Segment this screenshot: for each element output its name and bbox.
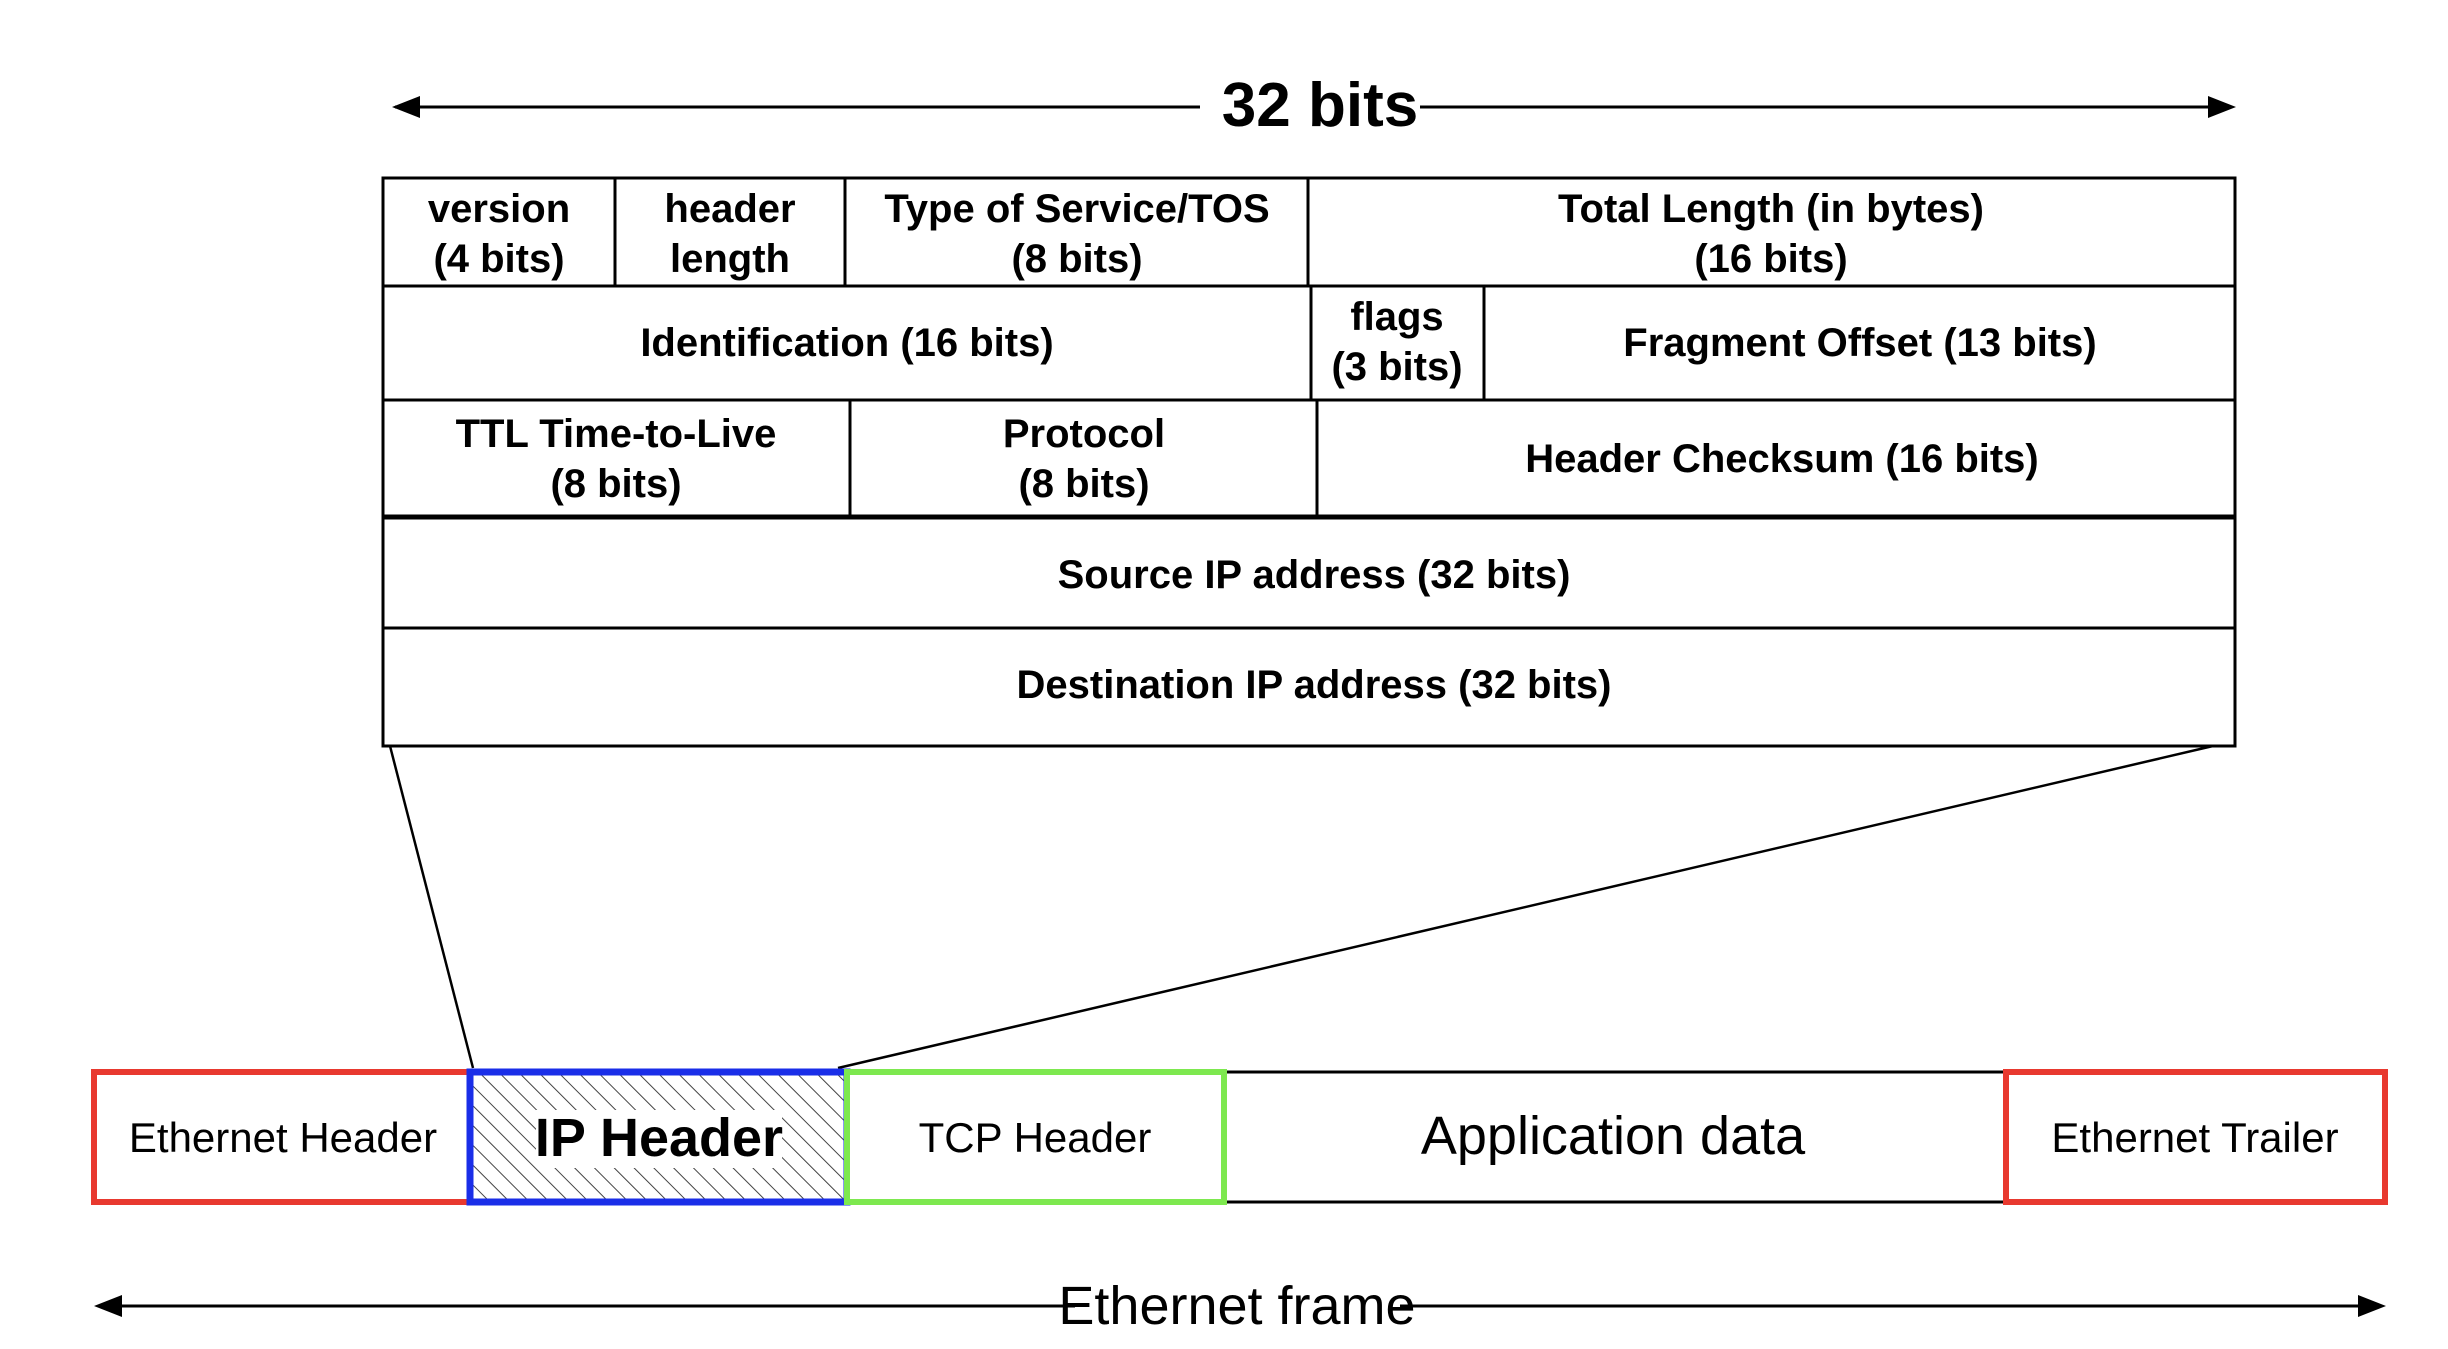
width-label: 32 bits xyxy=(1222,71,1418,140)
cell-source-ip xyxy=(381,516,2237,630)
frame-label: Ethernet frame xyxy=(1058,1276,1415,1336)
header-checksum-label: Header Checksum (16 bits) xyxy=(1525,437,2039,481)
ip-header-table: version (4 bits) header length Type of S… xyxy=(381,176,2237,748)
protocol-bits: (8 bits) xyxy=(1018,462,1149,506)
flags-bits: (3 bits) xyxy=(1331,345,1462,389)
cell-flags xyxy=(1309,284,1486,402)
cell-fragment-offset xyxy=(1482,284,2237,402)
ethernet-trailer-label: Ethernet Trailer xyxy=(2051,1114,2338,1161)
segment-ethernet-trailer xyxy=(2003,1069,2388,1205)
ip-header-label: IP Header xyxy=(535,1108,783,1168)
cell-tos xyxy=(843,176,1310,288)
cell-destination-ip xyxy=(381,626,2237,748)
cell-header-checksum xyxy=(1315,398,2237,518)
frame-right-arrowhead-icon xyxy=(2358,1295,2386,1317)
cell-protocol xyxy=(848,398,1319,518)
ttl-label: TTL Time-to-Live xyxy=(456,412,777,456)
source-ip-label: Source IP address (32 bits) xyxy=(1058,553,1571,597)
right-arrowhead-icon xyxy=(2208,96,2236,118)
ethernet-frame: Ethernet Header IP Header TCP Header App… xyxy=(91,1068,2388,1206)
zoom-connectors xyxy=(388,744,2214,1070)
destination-ip-label: Destination IP address (32 bits) xyxy=(1017,663,1612,707)
width-arrow: 32 bits xyxy=(392,71,2236,140)
protocol-label: Protocol xyxy=(1003,412,1165,456)
cell-version xyxy=(381,176,617,288)
application-data-label: Application data xyxy=(1421,1106,1806,1166)
frame-arrow: Ethernet frame xyxy=(94,1276,2386,1336)
cell-header-length xyxy=(613,176,847,288)
frame-left-arrowhead-icon xyxy=(94,1295,122,1317)
tos-label: Type of Service/TOS xyxy=(884,187,1269,231)
ip-header-label-backdrop xyxy=(536,1110,782,1168)
identification-label: Identification (16 bits) xyxy=(640,321,1053,365)
segment-tcp-header xyxy=(844,1069,1227,1205)
header-length-label: header xyxy=(664,187,795,231)
ethernet-header-label: Ethernet Header xyxy=(129,1114,437,1161)
segment-application-data xyxy=(1222,1070,2008,1204)
flags-label: flags xyxy=(1350,295,1443,339)
segment-ethernet-header xyxy=(91,1069,473,1205)
total-length-label: Total Length (in bytes) xyxy=(1558,187,1984,231)
connector-left xyxy=(388,745,475,1069)
ttl-bits: (8 bits) xyxy=(550,462,681,506)
cell-ttl xyxy=(381,398,852,518)
tcp-header-label: TCP Header xyxy=(919,1114,1152,1161)
version-bits: (4 bits) xyxy=(433,237,564,281)
total-length-bits: (16 bits) xyxy=(1694,237,1847,281)
left-arrowhead-icon xyxy=(392,96,420,118)
fragment-offset-label: Fragment Offset (13 bits) xyxy=(1623,321,2096,365)
tos-bits: (8 bits) xyxy=(1011,237,1142,281)
connector-right xyxy=(837,744,2214,1070)
cell-total-length xyxy=(1306,176,2237,288)
header-length-label-2: length xyxy=(670,237,790,281)
version-label: version xyxy=(428,187,570,231)
